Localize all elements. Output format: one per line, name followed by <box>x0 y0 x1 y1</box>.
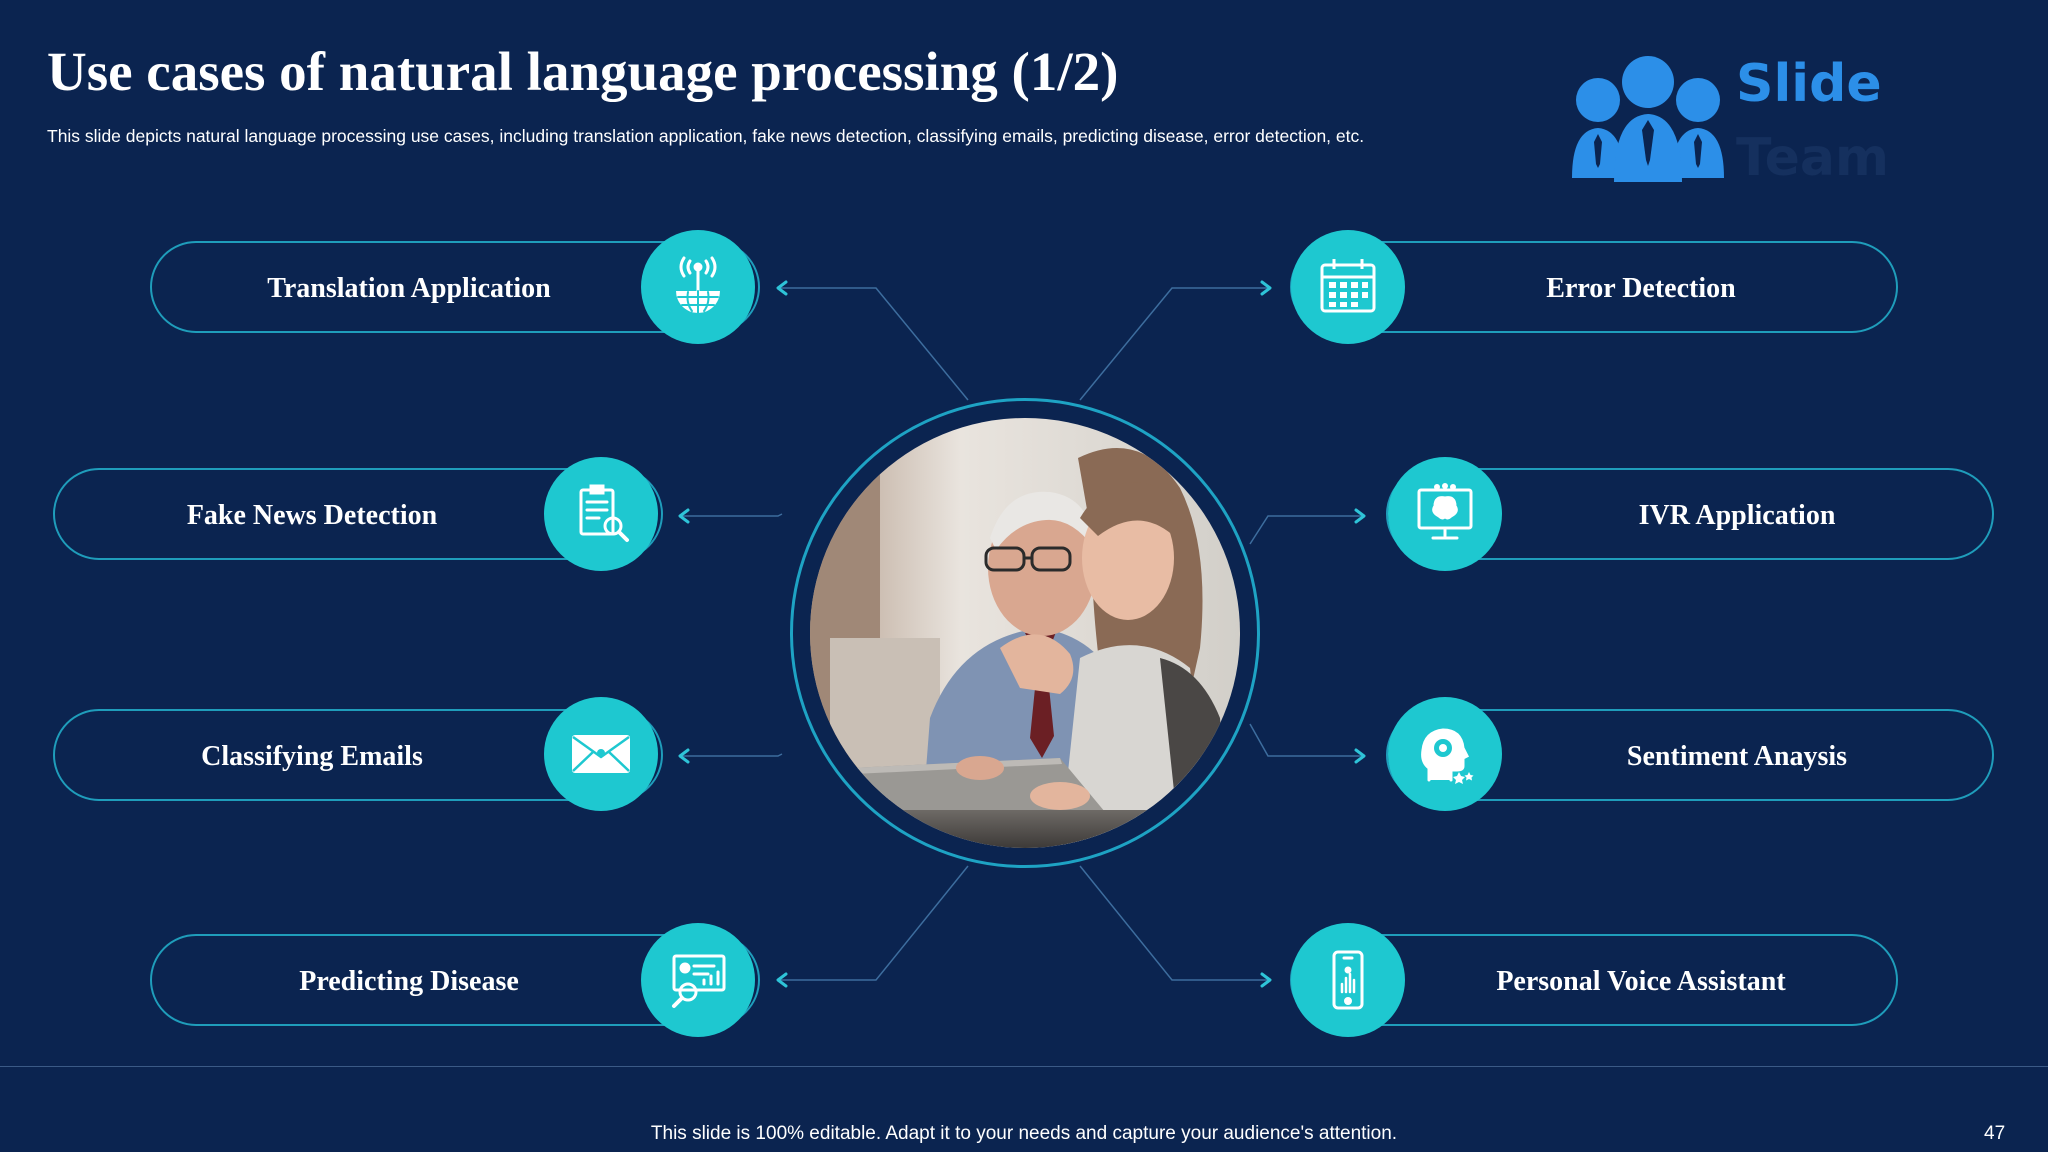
use-case-ivr-application: IVR Application <box>1386 468 1994 560</box>
use-case-label: Classifying Emails <box>201 741 423 772</box>
slide-title: Use cases of natural language processing… <box>47 41 1119 102</box>
arrow-left-fake-news <box>678 508 690 524</box>
use-case-fake-news-detection: Fake News Detection <box>53 468 663 560</box>
use-case-label: Translation Application <box>267 273 551 304</box>
satellite-globe-icon <box>641 230 755 344</box>
calendar-icon <box>1291 230 1405 344</box>
use-case-translation-application: Translation Application <box>150 241 760 333</box>
use-case-predicting-disease: Predicting Disease <box>150 934 760 1026</box>
use-case-label: Fake News Detection <box>186 500 438 531</box>
head-gear-icon <box>1388 697 1502 811</box>
arrow-left-disease <box>776 972 788 988</box>
use-case-label: Sentiment Anaysis <box>1626 741 1848 772</box>
team-people-icon <box>1572 56 1724 182</box>
use-case-label: Error Detection <box>1546 273 1736 304</box>
use-case-sentiment-analysis: Sentiment Anaysis <box>1386 709 1994 801</box>
brain-monitor-icon <box>1388 457 1502 571</box>
arrow-right-sentiment <box>1354 748 1366 764</box>
use-case-label: Predicting Disease <box>299 966 519 997</box>
footer-note: This slide is 100% editable. Adapt it to… <box>650 1123 1398 1144</box>
page-number: 47 <box>1984 1123 2006 1144</box>
use-case-classifying-emails: Classifying Emails <box>53 709 663 801</box>
use-case-label: Personal Voice Assistant <box>1496 966 1786 997</box>
arrow-right-ivr <box>1354 508 1366 524</box>
slide-team-logo: Slide Team <box>1568 52 1898 192</box>
document-search-icon <box>544 457 658 571</box>
email-envelope-icon <box>544 697 658 811</box>
arrow-right-voice <box>1260 972 1272 988</box>
logo-word-slide: Slide <box>1736 54 1882 114</box>
arrow-left-translation <box>776 280 788 296</box>
arrow-left-emails <box>678 748 690 764</box>
logo-word-team: Team <box>1736 128 1890 188</box>
arrow-right-error <box>1260 280 1272 296</box>
monitor-chart-search-icon <box>641 923 755 1037</box>
footer-divider <box>0 1066 2048 1067</box>
smartphone-icon <box>1291 923 1405 1037</box>
people-laptop-photo <box>810 418 1240 848</box>
use-case-label: IVR Application <box>1638 500 1836 531</box>
slide-subtitle: This slide depicts natural language proc… <box>47 126 1365 146</box>
